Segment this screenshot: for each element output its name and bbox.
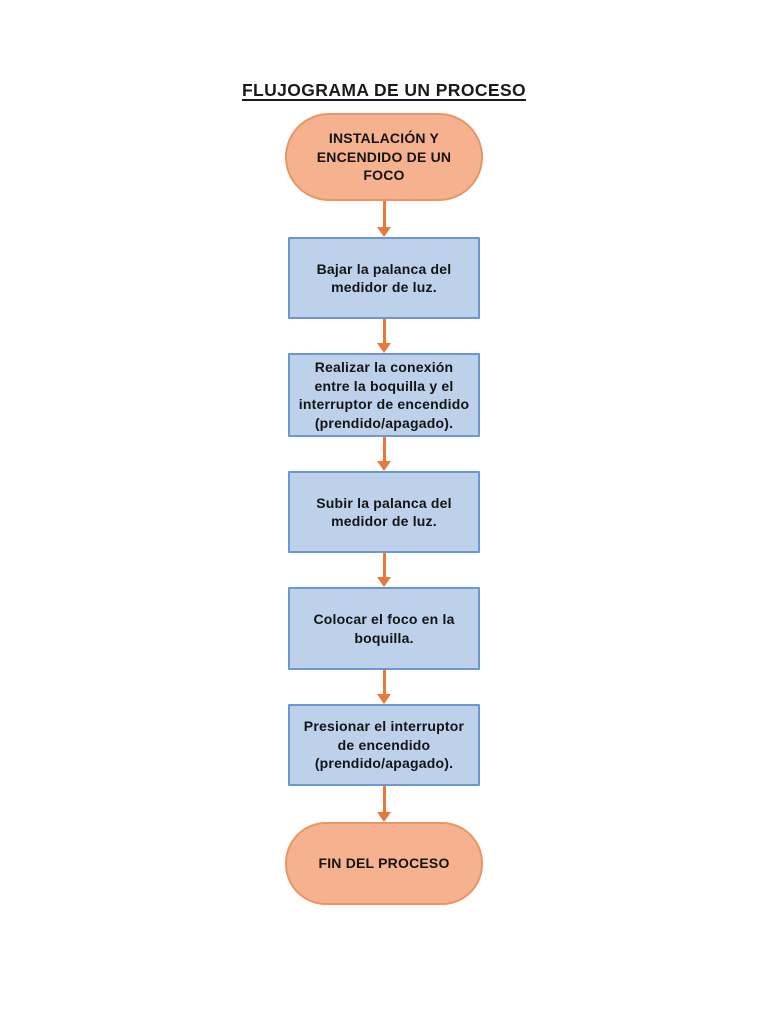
process-step-2-label: Realizar la conexión entre la boquilla y… xyxy=(298,359,470,431)
flow-arrow-4 xyxy=(377,553,391,587)
process-step-3-node: Subir la palanca del medidor de luz. xyxy=(288,471,480,553)
end-terminator-label: FIN DEL PROCESO xyxy=(318,855,450,872)
arrow-line xyxy=(382,553,386,579)
process-step-4-node: Colocar el foco en la boquilla. xyxy=(288,587,480,670)
page-title: FLUJOGRAMA DE UN PROCESO xyxy=(241,80,527,100)
arrow-line xyxy=(382,201,386,229)
process-step-1-node: Bajar la palanca del medidor de luz. xyxy=(288,237,480,319)
process-step-3-label: Subir la palanca del medidor de luz. xyxy=(316,494,452,530)
flow-arrow-6 xyxy=(377,786,391,822)
arrow-down-icon xyxy=(377,577,391,587)
arrow-down-icon xyxy=(377,461,391,471)
arrow-down-icon xyxy=(377,343,391,353)
process-step-5-node: Presionar el interruptor de encendido (p… xyxy=(288,704,480,786)
start-terminator-label: INSTALACIÓN Y ENCENDIDO DE UN FOCO xyxy=(316,130,452,184)
process-step-1-label: Bajar la palanca del medidor de luz. xyxy=(316,260,452,296)
arrow-line xyxy=(382,319,386,345)
process-step-4-label: Colocar el foco en la boquilla. xyxy=(313,611,455,646)
end-terminator-node: FIN DEL PROCESO xyxy=(285,822,483,905)
arrow-line xyxy=(382,786,386,814)
flow-arrow-3 xyxy=(377,437,391,471)
arrow-down-icon xyxy=(377,694,391,704)
arrow-down-icon xyxy=(377,227,391,237)
arrow-line xyxy=(382,437,386,463)
flow-arrow-5 xyxy=(377,670,391,704)
process-step-2-node: Realizar la conexión entre la boquilla y… xyxy=(288,353,480,437)
start-terminator-node: INSTALACIÓN Y ENCENDIDO DE UN FOCO xyxy=(285,113,483,201)
flow-arrow-1 xyxy=(377,201,391,237)
arrow-down-icon xyxy=(377,812,391,822)
flow-arrow-2 xyxy=(377,319,391,353)
arrow-line xyxy=(382,670,386,696)
process-step-5-label: Presionar el interruptor de encendido (p… xyxy=(303,718,465,772)
